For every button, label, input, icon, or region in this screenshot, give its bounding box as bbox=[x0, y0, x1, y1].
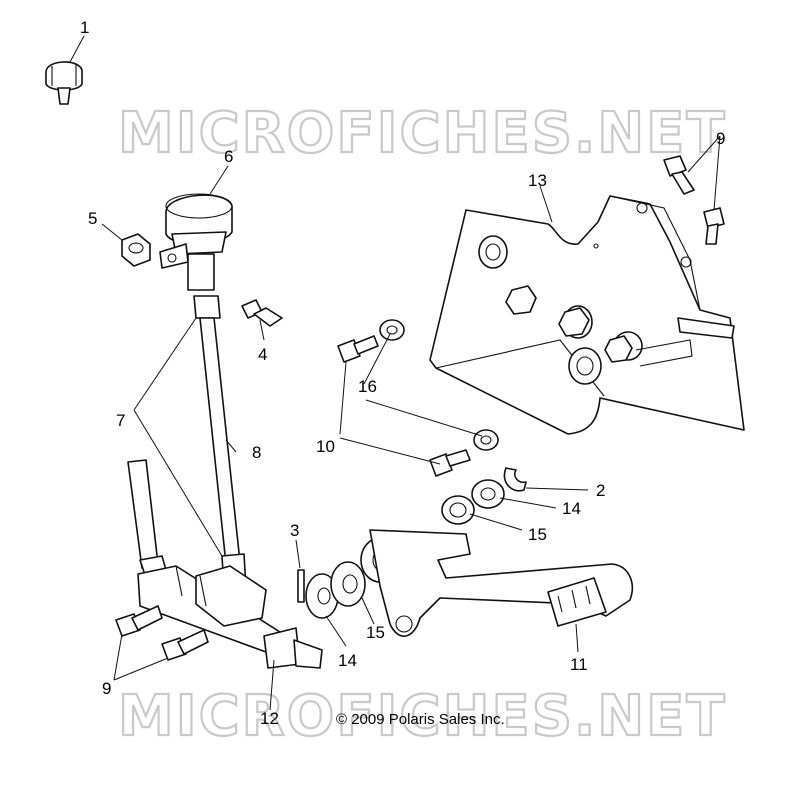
callout-11: 11 bbox=[570, 655, 588, 674]
leader-lines bbox=[69, 35, 721, 711]
bolt-10-lower bbox=[429, 449, 471, 477]
bushing-upper bbox=[441, 495, 475, 525]
bolt-upper-1 bbox=[663, 155, 695, 195]
cotter-pin bbox=[297, 569, 305, 603]
callout-16: 16 bbox=[358, 377, 377, 396]
bolt-lower-2 bbox=[161, 629, 209, 661]
callout-12: 12 bbox=[260, 709, 279, 728]
callout-15-upper: 15 bbox=[528, 525, 547, 544]
callout-3: 3 bbox=[290, 521, 299, 540]
master-cylinder bbox=[137, 565, 323, 669]
bolt-lower-1 bbox=[115, 605, 163, 637]
bolt-10-upper bbox=[337, 335, 379, 363]
callout-8: 8 bbox=[252, 443, 261, 462]
callout-1: 1 bbox=[80, 18, 89, 37]
callout-2: 2 bbox=[596, 481, 605, 500]
washer-16-upper bbox=[379, 319, 405, 341]
callout-6: 6 bbox=[224, 147, 233, 166]
callout-5: 5 bbox=[88, 209, 97, 228]
bolt-upper-2 bbox=[703, 207, 725, 245]
bushing-lower-1 bbox=[330, 561, 366, 607]
watermark-top: MICROFICHES.NET bbox=[118, 101, 727, 166]
mounting-bracket bbox=[429, 195, 745, 435]
callout-9-upper: 9 bbox=[716, 129, 725, 148]
retaining-clip bbox=[503, 467, 527, 492]
bolt-4 bbox=[241, 299, 283, 327]
callout-14-upper: 14 bbox=[562, 499, 581, 518]
copyright-notice: © 2009 Polaris Sales Inc. bbox=[336, 711, 505, 728]
callout-4: 4 bbox=[258, 345, 267, 364]
brake-line bbox=[193, 295, 247, 591]
brake-pedal bbox=[369, 529, 634, 637]
callout-15-lower: 15 bbox=[366, 623, 385, 642]
callout-10: 10 bbox=[316, 437, 335, 456]
callout-7: 7 bbox=[116, 411, 125, 430]
reservoir bbox=[159, 193, 233, 291]
washer-16-lower bbox=[473, 429, 499, 451]
nut bbox=[121, 233, 151, 267]
washer-upper bbox=[471, 479, 505, 509]
hose-clamp bbox=[45, 61, 83, 105]
callout-13: 13 bbox=[528, 171, 547, 190]
watermark-bottom: MICROFICHES.NET bbox=[118, 684, 727, 749]
callout-14-lower: 14 bbox=[338, 651, 357, 670]
callout-9-lower: 9 bbox=[102, 679, 111, 698]
